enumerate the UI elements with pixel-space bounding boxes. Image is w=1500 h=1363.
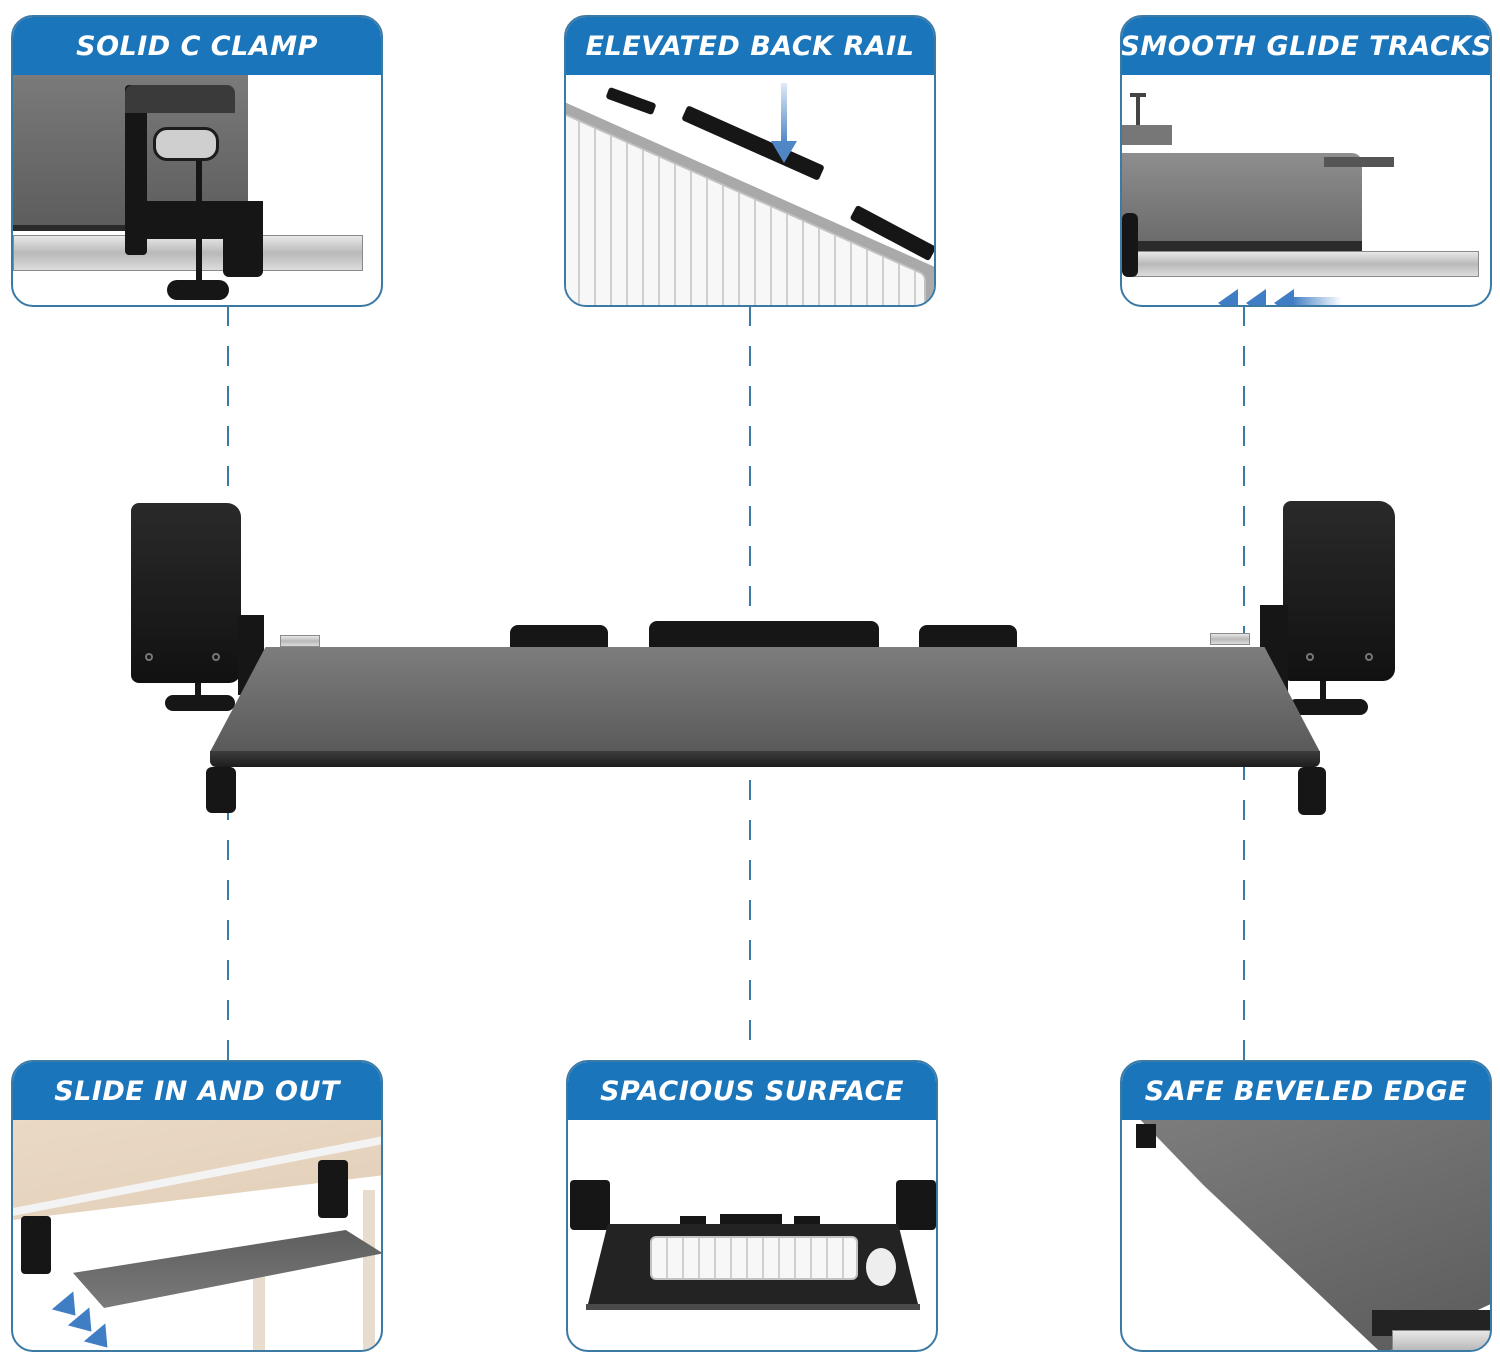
feature-card-smooth-glide-tracks: SMOOTH GLIDE TRACKS: [1120, 15, 1492, 307]
beveled-edge-image: [1122, 1120, 1490, 1350]
feature-card-safe-beveled-edge: SAFE BEVELED EDGE: [1120, 1060, 1492, 1352]
connector-safe-beveled-edge: [1243, 760, 1245, 1062]
back-rail-image: [566, 75, 934, 305]
feature-card-slide-in-and-out: SLIDE IN AND OUT: [11, 1060, 383, 1352]
feature-title: SLIDE IN AND OUT: [13, 1062, 381, 1120]
connector-solid-c-clamp: [227, 306, 229, 506]
feature-title: SOLID C CLAMP: [13, 17, 381, 75]
connector-smooth-glide-tracks: [1243, 306, 1245, 636]
spacious-surface-image: [568, 1120, 936, 1350]
feature-title: SAFE BEVELED EDGE: [1122, 1062, 1490, 1120]
feature-title: SPACIOUS SURFACE: [568, 1062, 936, 1120]
feature-title: ELEVATED BACK RAIL: [566, 17, 934, 75]
feature-card-solid-c-clamp: SOLID C CLAMP: [11, 15, 383, 307]
keyboard-tray-product: [120, 495, 1410, 825]
c-clamp-image: [13, 75, 381, 305]
glide-track-image: [1122, 75, 1490, 305]
keyboard-icon: [650, 1236, 858, 1280]
arrow-left-icon: [1218, 289, 1238, 305]
connector-elevated-back-rail: [749, 306, 751, 606]
feature-card-elevated-back-rail: ELEVATED BACK RAIL: [564, 15, 936, 307]
arrow-left-icon: [1274, 289, 1294, 305]
arrow-left-icon: [1246, 289, 1266, 305]
mouse-icon: [866, 1248, 896, 1286]
arrow-down-icon: [771, 141, 797, 163]
slide-out-image: [13, 1120, 381, 1350]
connector-spacious-surface: [749, 780, 751, 1062]
feature-title: SMOOTH GLIDE TRACKS: [1122, 17, 1490, 75]
connector-slide-in-out: [227, 800, 229, 1062]
feature-card-spacious-surface: SPACIOUS SURFACE: [566, 1060, 938, 1352]
